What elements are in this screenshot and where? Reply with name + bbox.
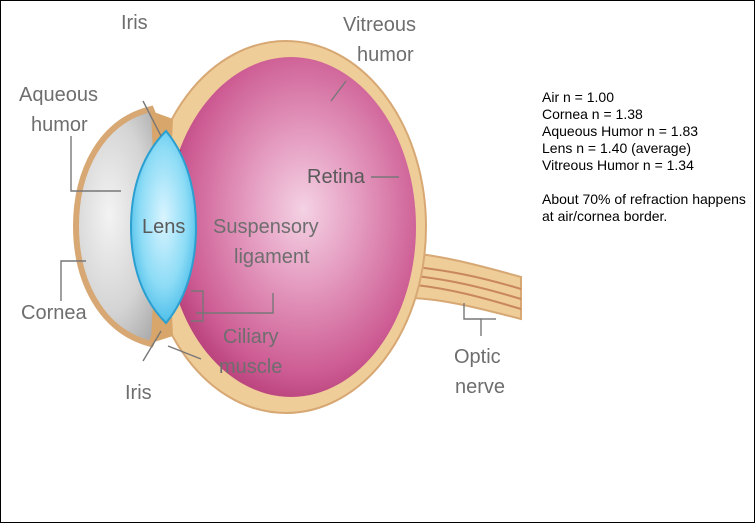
refractive-index-notes: Air n = 1.00 Cornea n = 1.38 Aqueous Hum… xyxy=(542,89,754,225)
label-retina: Retina xyxy=(307,166,366,188)
label-iris-bottom: Iris xyxy=(125,382,152,404)
label-ciliary-muscle-line1: Ciliary xyxy=(223,326,279,348)
label-lens: Lens xyxy=(142,216,185,238)
label-vitreous-humor-line1: Vitreous xyxy=(343,14,416,36)
label-optic-nerve-line1: Optic xyxy=(454,346,501,368)
label-vitreous-humor-line2: humor xyxy=(357,44,414,66)
label-suspensory-ligament-line2: ligament xyxy=(234,246,310,268)
label-optic-nerve-line2: nerve xyxy=(455,376,505,398)
index-vitreous-humor: Vitreous Humor n = 1.34 xyxy=(542,157,754,174)
label-suspensory-ligament-line1: Suspensory xyxy=(213,216,319,238)
index-aqueous-humor: Aqueous Humor n = 1.83 xyxy=(542,123,754,140)
index-cornea: Cornea n = 1.38 xyxy=(542,106,754,123)
label-aqueous-humor-line2: humor xyxy=(31,114,88,136)
index-air: Air n = 1.00 xyxy=(542,89,754,106)
eye-anatomy-diagram: Vitreous humor Iris Aqueous humor Retina… xyxy=(1,1,541,421)
label-iris-top: Iris xyxy=(121,12,148,34)
label-cornea: Cornea xyxy=(21,302,87,324)
index-lens: Lens n = 1.40 (average) xyxy=(542,140,754,157)
label-aqueous-humor-line1: Aqueous xyxy=(19,84,98,106)
refraction-note: About 70% of refraction happens at air/c… xyxy=(542,191,754,225)
label-ciliary-muscle-line2: muscle xyxy=(219,356,282,378)
optic-nerve-shape xyxy=(411,253,521,319)
